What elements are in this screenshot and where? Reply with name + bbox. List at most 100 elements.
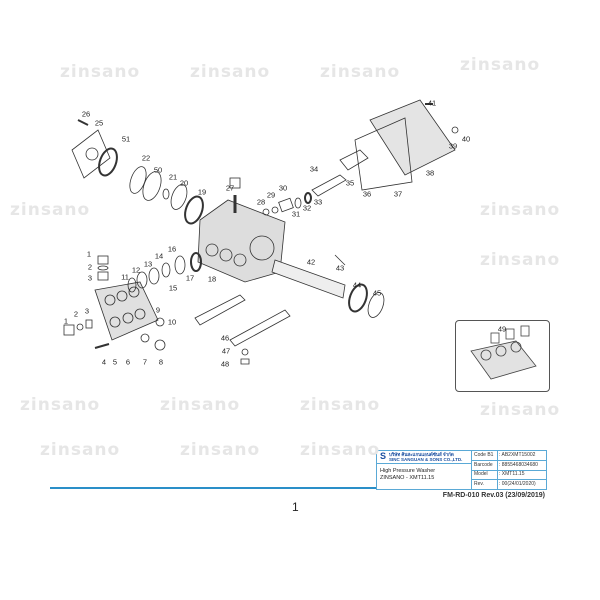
part-number-6: 6 [125,357,131,367]
watermark: zinsano [190,62,271,82]
barcode-key: Barcode [474,461,493,468]
logo-s-icon: S [380,451,387,461]
watermark: zinsano [480,250,561,270]
seal-51 [98,147,118,177]
part-number-48: 48 [220,359,230,369]
part-number-4: 4 [101,357,107,367]
part-number-33: 33 [313,197,323,207]
ring-21 [162,188,170,200]
watermark: zinsano [300,440,381,460]
watermark: zinsano [300,395,381,415]
cover-plate [71,129,111,179]
bearing-44 [348,283,368,313]
model-value: : XMT11.15 [499,471,525,477]
watermark: zinsano [480,200,561,220]
part-number-31: 31 [291,209,301,219]
part-number-10: 10 [167,317,177,327]
code-value: : AB2XMT15002 [499,452,536,458]
part-number-41: 41 [427,98,437,108]
part-number-19: 19 [197,187,207,197]
plug-1 [97,255,109,265]
part-number-13: 13 [143,259,153,269]
watermark: zinsano [320,62,401,82]
part-number-22: 22 [141,153,151,163]
bearing-housing [249,235,275,261]
part-number-29: 29 [266,190,276,200]
part-number-47: 47 [221,346,231,356]
feet-46 [229,309,291,347]
part-number-40: 40 [461,134,471,144]
watermark: zinsano [460,55,541,75]
part-number-1: 1 [63,316,69,326]
part-number-42: 42 [306,257,316,267]
rev-value: : 00(24/01/2020) [499,480,536,487]
part-number-3: 3 [84,306,90,316]
cover-hole [85,147,99,161]
product-name: High Pressure Washer [380,468,436,474]
plug-1b [63,324,75,336]
part-number-49: 49 [497,324,507,334]
part-number-12: 12 [131,265,141,275]
rev-key: Rev. [474,480,484,487]
watermark: zinsano [10,200,91,220]
part-number-44: 44 [352,280,362,290]
part-number-30: 30 [278,183,288,193]
part-number-17: 17 [185,273,195,283]
part-number-3: 3 [87,273,93,283]
gasket-37 [354,117,413,191]
part-number-35: 35 [345,178,355,188]
seal-45 [367,292,385,318]
watermark: zinsano [480,400,561,420]
part-number-11: 11 [121,272,129,282]
bore [205,243,219,257]
part-number-43: 43 [335,263,345,273]
product-model: ZINSANO - XMT11.15 [380,475,435,481]
part-number-34: 34 [309,164,319,174]
barcode-value: : 8855468034680 [499,461,538,468]
part-number-46: 46 [220,333,230,343]
watermark: zinsano [20,395,101,415]
company-name: SINC SANGUAN & SONS CO.,LTD. [389,457,463,462]
assembled-manifold-icon [470,325,537,380]
part-number-37: 37 [393,189,403,199]
part-number-14: 14 [154,251,164,261]
part-number-2: 2 [73,309,79,319]
part-number-18: 18 [207,274,217,284]
part-number-2: 2 [87,262,93,272]
footer-rule [50,487,377,489]
model-key: Model [474,471,488,477]
crankshaft [271,259,346,299]
watermark: zinsano [40,440,121,460]
part-number-8: 8 [158,357,164,367]
part-number-1: 1 [86,249,92,259]
part-number-51: 51 [121,134,131,144]
part-number-25: 25 [94,118,104,128]
part-number-36: 36 [362,189,372,199]
ring-50 [142,171,162,201]
watermark: zinsano [180,440,261,460]
part-number-32: 32 [302,203,312,213]
manifold [94,281,159,341]
plunger-34 [311,174,347,197]
form-number: FM-RD-010 Rev.03 (23/09/2019) [442,492,545,499]
part-number-45: 45 [372,288,382,298]
part-number-15: 15 [168,283,178,293]
part-number-38: 38 [425,168,435,178]
bearing-19 [184,195,204,225]
part-number-27: 27 [225,183,235,193]
part-number-20: 20 [179,178,189,188]
oil-cap [229,177,241,189]
company-thai: บริษัท ศินสะแกนแอนด์ซันส์ จำกัด [389,452,454,457]
part-number-50: 50 [153,165,163,175]
screw-26 [77,119,89,126]
part-number-7: 7 [142,357,148,367]
part-number-28: 28 [256,197,266,207]
part-number-26: 26 [81,109,91,119]
ring-20 [170,184,188,210]
watermark: zinsano [160,395,241,415]
part-number-9: 9 [155,305,161,315]
